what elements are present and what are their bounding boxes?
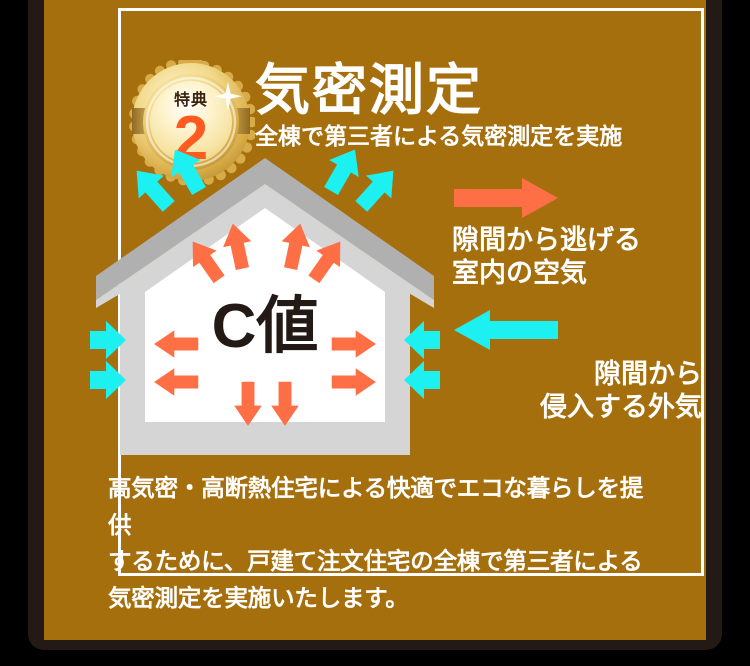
gold-medal-icon: 特典 2	[127, 60, 255, 188]
arrow-left-icon	[454, 310, 558, 350]
legend-item-incoming-air: 隙間から 侵入する外気	[452, 308, 702, 424]
legend-label-escaping-air: 隙間から逃げる 室内の空気	[452, 225, 641, 288]
card-header: 特典 2 気密測定 全棟で第三者による気密測定を実施	[0, 59, 750, 187]
house-airtightness-diagram: C値	[90, 150, 440, 470]
page-title: 気密測定	[255, 59, 484, 121]
header-text-block: 気密測定 全棟で第三者による気密測定を実施	[255, 59, 685, 149]
legend-label-incoming-air: 隙間から 侵入する外気	[540, 359, 702, 422]
description-paragraph: 高気密・高断熱住宅による快適でエコな暮らしを提供 するために、戸建て注文住宅の全…	[108, 475, 644, 611]
arrow-right-icon	[454, 178, 558, 218]
badge-label: 特典	[173, 92, 208, 109]
c-value-label: C値	[212, 292, 319, 361]
legend-item-escaping-air: 隙間から逃げる 室内の空気	[452, 176, 702, 290]
page-subtitle: 全棟で第三者による気密測定を実施	[255, 122, 623, 149]
